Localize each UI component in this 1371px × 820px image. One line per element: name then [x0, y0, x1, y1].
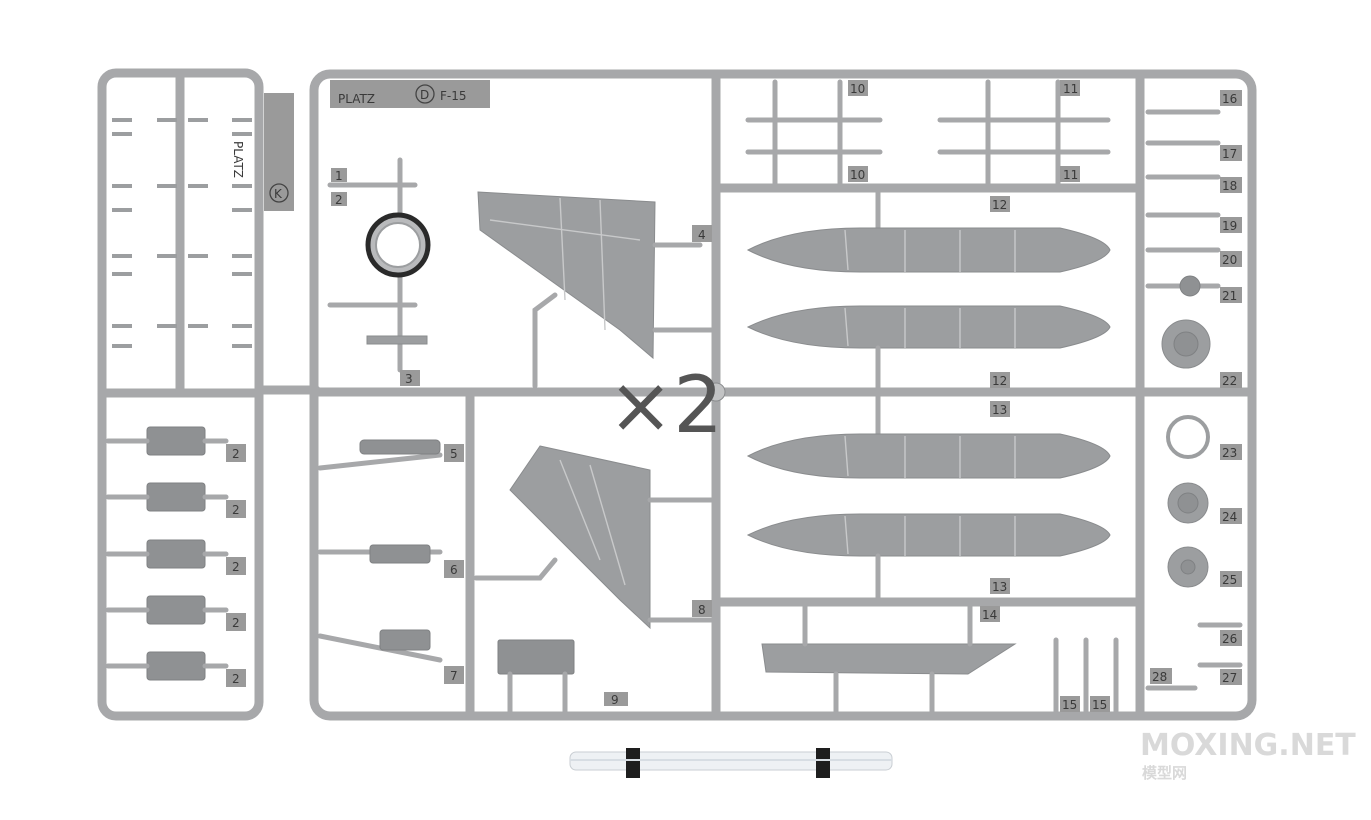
svg-text:15: 15 [1092, 698, 1107, 712]
fuel-tanks: 12 12 13 13 [746, 187, 1111, 601]
svg-text:18: 18 [1222, 179, 1237, 193]
svg-text:2: 2 [335, 193, 343, 207]
svg-text:1: 1 [335, 169, 343, 183]
svg-text:7: 7 [450, 669, 458, 683]
brand-logo: PLATZ [338, 92, 375, 106]
svg-text:3: 3 [405, 372, 413, 386]
left-sprue-letter: K [274, 187, 283, 201]
svg-text:2: 2 [232, 616, 240, 630]
missiles-10-11: 10 10 11 11 [745, 79, 1111, 188]
svg-text:27: 27 [1222, 671, 1237, 685]
svg-text:19: 19 [1222, 219, 1237, 233]
svg-text:5: 5 [450, 447, 458, 461]
svg-text:20: 20 [1222, 253, 1237, 267]
svg-text:13: 13 [992, 403, 1007, 417]
svg-text:8: 8 [698, 603, 706, 617]
svg-text:14: 14 [982, 608, 997, 622]
svg-text:2: 2 [232, 672, 240, 686]
svg-text:9: 9 [611, 693, 619, 707]
brand-plate: PLATZ D F-15 [330, 80, 490, 108]
svg-text:22: 22 [1222, 374, 1237, 388]
svg-text:25: 25 [1222, 573, 1237, 587]
svg-text:21: 21 [1222, 289, 1237, 303]
svg-text:15: 15 [1062, 698, 1077, 712]
svg-text:2: 2 [232, 503, 240, 517]
quantity-multiplier: ×2 [608, 361, 723, 451]
svg-text:11: 11 [1063, 82, 1078, 96]
svg-text:28: 28 [1152, 670, 1167, 684]
pin-grid [112, 118, 252, 348]
clear-part [569, 748, 893, 778]
main-sprue [309, 69, 1257, 721]
watermark: MOXING.NET 模型网 [1140, 728, 1356, 782]
svg-text:12: 12 [992, 374, 1007, 388]
svg-text:23: 23 [1222, 446, 1237, 460]
kit-code: F-15 [440, 89, 467, 103]
svg-text:10: 10 [850, 82, 865, 96]
svg-text:6: 6 [450, 563, 458, 577]
watermark-cn: 模型网 [1142, 764, 1187, 782]
svg-text:16: 16 [1222, 92, 1237, 106]
parts-1-3: 1 2 3 [327, 157, 431, 386]
svg-text:24: 24 [1222, 510, 1237, 524]
part-14: 14 15 15 [761, 603, 1119, 715]
watermark-site: MOXING.NET [1140, 728, 1356, 763]
svg-text:4: 4 [698, 228, 706, 242]
seat-labels: 2 2 2 2 2 [226, 444, 246, 687]
parts-5-7: 5 6 7 [317, 439, 464, 684]
left-logo-text: PLATZ [231, 141, 245, 178]
part-9: 9 [497, 639, 628, 715]
upper-fin: 4 [477, 191, 719, 389]
svg-text:2: 2 [232, 560, 240, 574]
left-sprue: PLATZ K 2 2 2 2 2 [97, 68, 321, 721]
svg-text:10: 10 [850, 168, 865, 182]
svg-text:26: 26 [1222, 632, 1237, 646]
svg-text:13: 13 [992, 580, 1007, 594]
svg-text:12: 12 [992, 198, 1007, 212]
svg-text:17: 17 [1222, 147, 1237, 161]
seat-parts [105, 426, 229, 681]
svg-text:11: 11 [1063, 168, 1078, 182]
right-column: 16 17 18 19 20 21 22 23 24 25 26 27 28 [1145, 90, 1243, 691]
svg-text:2: 2 [232, 447, 240, 461]
sprue-letter: D [420, 88, 429, 102]
lower-fin: 8 [473, 445, 719, 630]
